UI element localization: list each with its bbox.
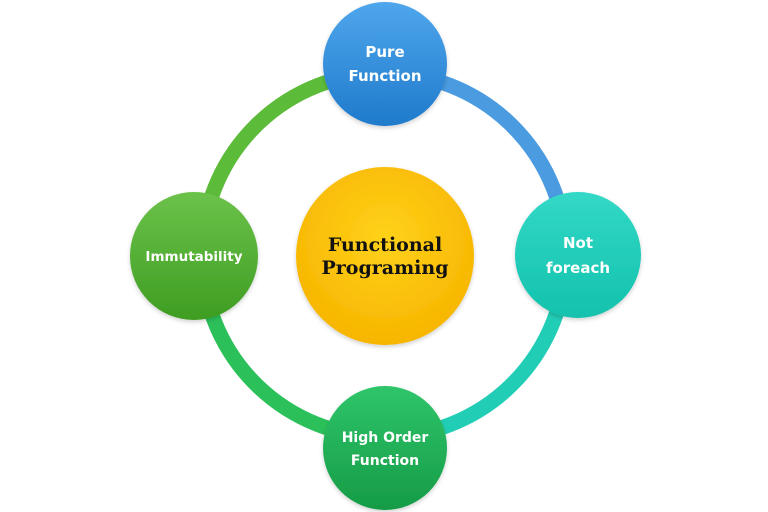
- node-high-order-function-line2: Function: [351, 453, 419, 469]
- node-high-order-function-line1: High Order: [342, 430, 429, 446]
- node-pure-function-line1: Pure: [365, 43, 404, 61]
- node-high-order-function: High Order Function: [323, 386, 447, 510]
- node-not-foreach-line2: foreach: [546, 259, 610, 277]
- node-high-order-function-circle: [323, 386, 447, 510]
- node-immutability: Immutability: [130, 192, 258, 320]
- node-not-foreach-line1: Not: [563, 234, 593, 252]
- node-immutability-circle: [130, 192, 258, 320]
- node-not-foreach-circle: [515, 192, 641, 318]
- center-label-line2: Programing: [322, 257, 449, 279]
- node-pure-function: Pure Function: [323, 2, 447, 126]
- node-not-foreach: Not foreach: [515, 192, 641, 318]
- center-circle: [296, 167, 474, 345]
- node-pure-function-circle: [323, 2, 447, 126]
- node-pure-function-line2: Function: [348, 67, 421, 85]
- center-label-line1: Functional: [328, 234, 442, 256]
- center-node: Functional Programing: [296, 167, 474, 345]
- node-immutability-label: Immutability: [145, 249, 242, 265]
